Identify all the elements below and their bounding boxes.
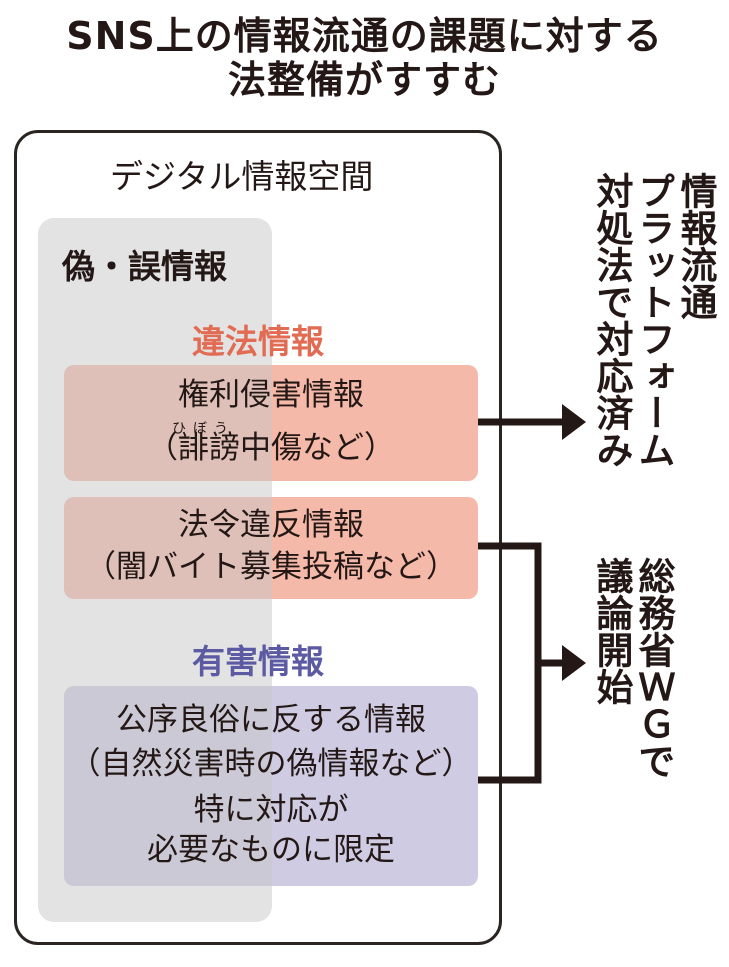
public-order-note-2: 必要なものに限定 bbox=[147, 832, 395, 868]
outcome2-col-1: 総務省ＷＧで bbox=[632, 557, 675, 779]
false-info-label: 偽・誤情報 bbox=[62, 247, 227, 286]
bracket-connector bbox=[478, 542, 542, 784]
rights-infringement-example: （誹謗中傷など） bbox=[147, 430, 395, 466]
public-order-example: （自然災害時の偽情報など） bbox=[69, 746, 473, 782]
harmful-info-label: 有害情報 bbox=[192, 642, 324, 681]
outcome2-col-2: 議論開始 bbox=[590, 557, 633, 705]
law-violation-title: 法令違反情報 bbox=[178, 507, 364, 543]
outcome1-col-3: 対処法で対応済み bbox=[590, 172, 633, 468]
title-line-1: SNS上の情報流通の課題に対する bbox=[66, 14, 663, 58]
public-order-title: 公序良俗に反する情報 bbox=[116, 702, 426, 738]
law-violation-example: （闇バイト募集投稿など） bbox=[85, 549, 457, 585]
arrow-2-head bbox=[562, 645, 586, 681]
outcome1-col-1: 情報流通 bbox=[674, 172, 717, 320]
illegal-info-label: 違法情報 bbox=[192, 322, 324, 361]
public-order-note-1: 特に対応が bbox=[193, 792, 349, 828]
title-line-2: 法整備がすすむ bbox=[227, 58, 501, 102]
ruby-hibou: ひぼう bbox=[172, 421, 235, 437]
false-info-region bbox=[38, 218, 272, 922]
digital-space-label: デジタル情報空間 bbox=[110, 157, 374, 196]
pf-act-outcome: 情報流通 プラットフォーム 対処法で対応済み bbox=[590, 172, 717, 468]
arrow-1-head bbox=[562, 404, 586, 440]
wg-outcome: 総務省ＷＧで 議論開始 bbox=[590, 557, 675, 779]
rights-infringement-title: 権利侵害情報 bbox=[178, 377, 364, 413]
outcome1-col-2: プラットフォーム bbox=[632, 172, 675, 468]
